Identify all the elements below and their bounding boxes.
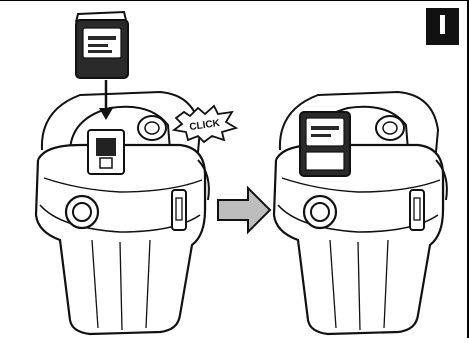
vacuum-unit-left [34, 90, 210, 336]
battery-slot-icon [87, 129, 125, 175]
step-label: I [426, 8, 459, 45]
click-text: CLICK [189, 118, 222, 133]
down-arrow-icon [99, 80, 113, 120]
battery-pack-icon [75, 10, 129, 79]
click-burst-icon: CLICK [171, 104, 239, 144]
battery-inserted-icon [299, 111, 351, 177]
right-arrow-icon [217, 185, 272, 235]
vacuum-unit-right [272, 90, 448, 336]
